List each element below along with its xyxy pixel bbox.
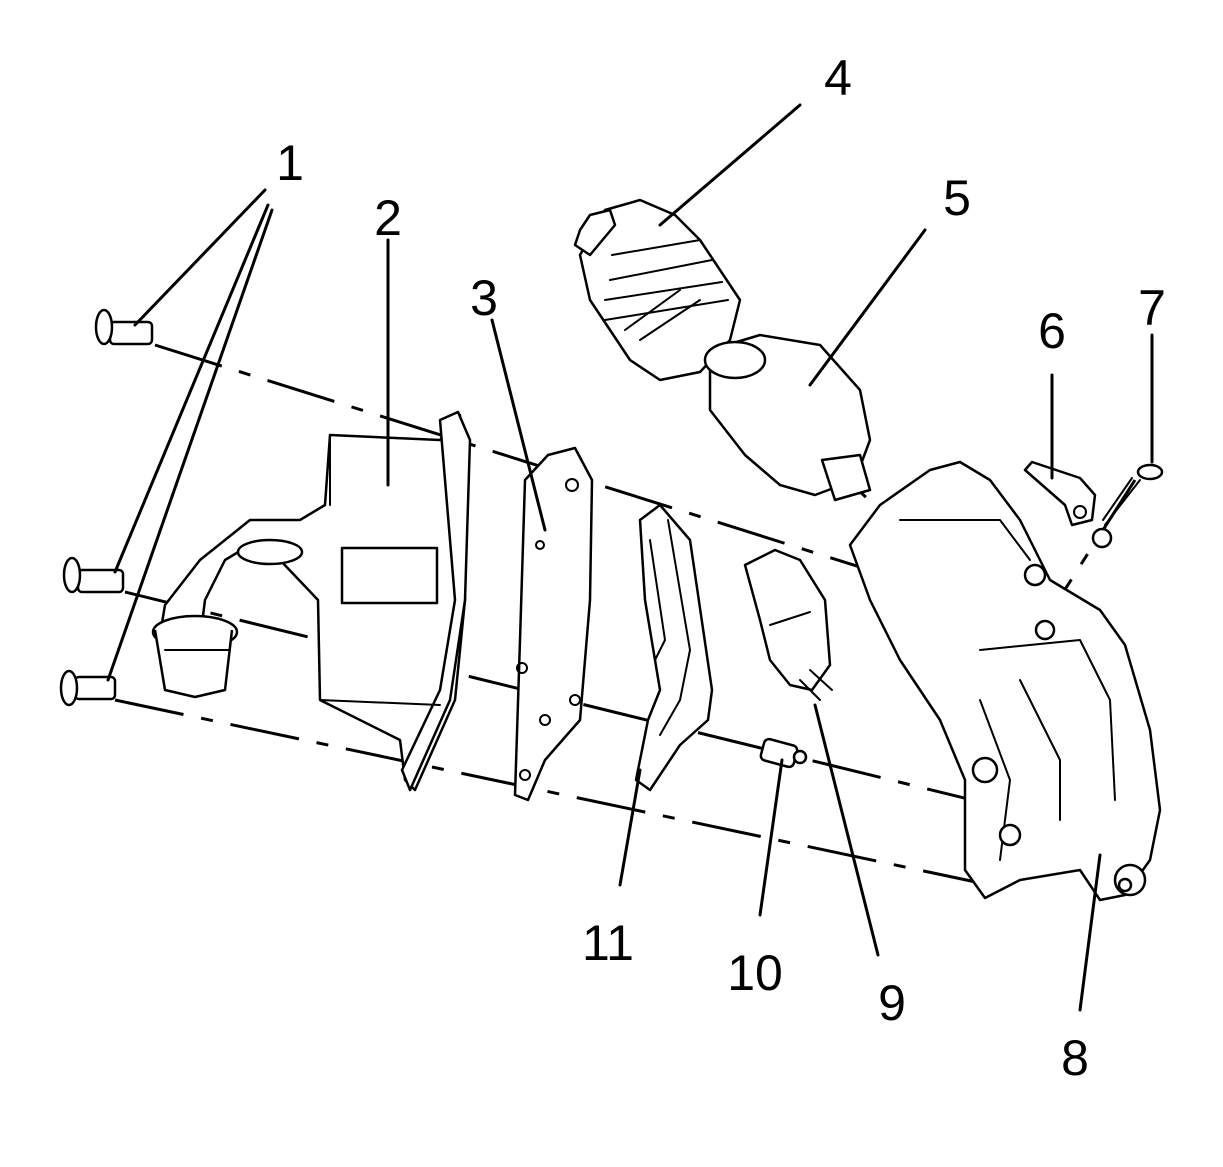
seal-strip: [634, 503, 714, 792]
filter-cap: [573, 198, 742, 382]
callout-6: 6: [1038, 303, 1066, 359]
screw: [1091, 463, 1164, 549]
callout-10: 10: [727, 945, 783, 1001]
callout-9: 9: [878, 975, 906, 1031]
leader-4: [658, 103, 802, 227]
callout-labels: 1 2 3 4 5 6 7 8 9 10 11: [276, 50, 1166, 1086]
leader-10: [758, 758, 784, 917]
centerline-lower-bolt: [114, 698, 991, 887]
leader-1-lower: [106, 208, 274, 682]
leader-1-middle: [113, 203, 270, 574]
leader-1-upper: [133, 188, 267, 327]
bolt-middle: [62, 556, 125, 594]
centerline-upper-bolt: [154, 343, 1061, 632]
plug: [759, 737, 808, 769]
callout-4: 4: [824, 50, 852, 106]
filter-element: [703, 333, 872, 502]
leader-5: [808, 228, 927, 387]
callout-3: 3: [470, 270, 498, 326]
centerline-screw: [1053, 479, 1137, 606]
leader-lines: [106, 103, 1154, 1012]
cover-assembly: [151, 410, 472, 792]
bolt-upper: [94, 308, 154, 346]
leader-8: [1078, 853, 1102, 1012]
leader-9: [813, 703, 880, 957]
centerline-middle-bolt: [124, 590, 1116, 837]
callout-2: 2: [374, 190, 402, 246]
callout-11: 11: [582, 915, 634, 971]
housing: [848, 460, 1162, 902]
bracket: [1023, 460, 1097, 527]
leader-11: [618, 768, 642, 887]
callout-8: 8: [1061, 1030, 1089, 1086]
leader-3: [490, 318, 547, 532]
sensor: [743, 548, 833, 701]
callout-1: 1: [276, 135, 304, 191]
bolts: [59, 308, 154, 707]
callout-5: 5: [943, 170, 971, 226]
callout-7: 7: [1138, 280, 1166, 336]
bolt-lower: [59, 669, 117, 707]
gasket-plate: [513, 446, 594, 802]
